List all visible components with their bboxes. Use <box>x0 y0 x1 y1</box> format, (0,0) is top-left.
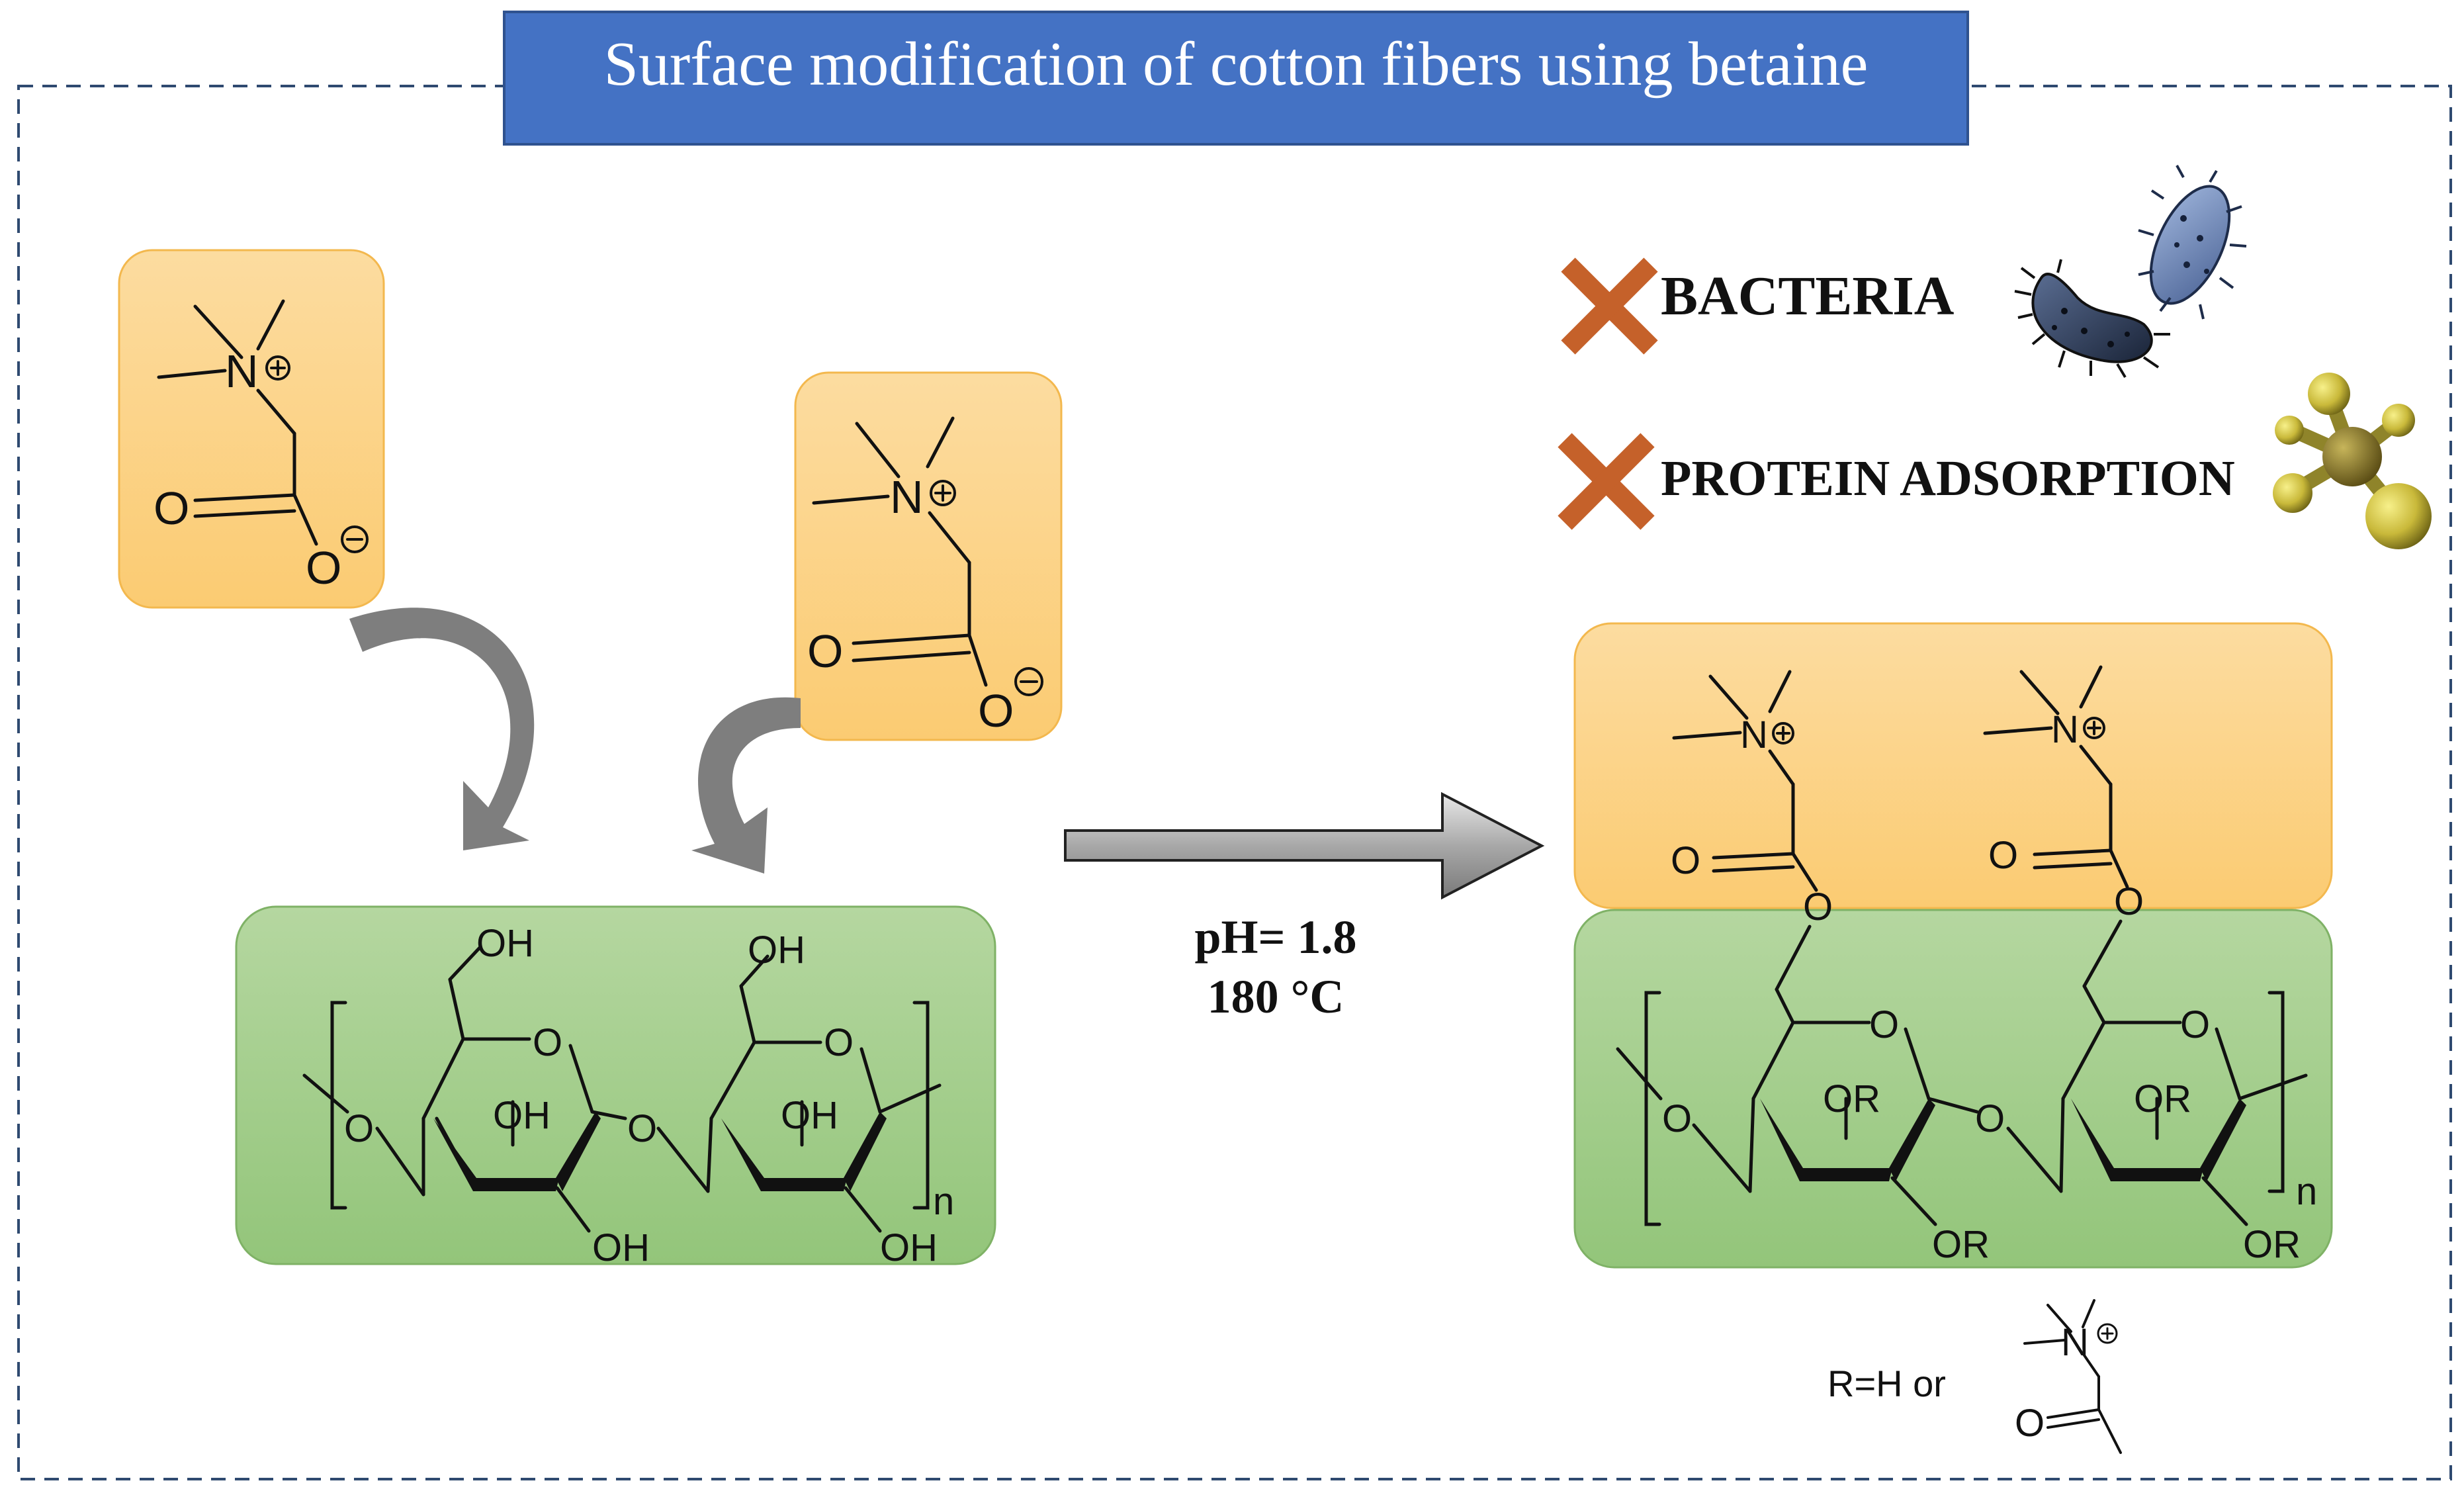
condition-temperature: 180 °C <box>1208 970 1344 1023</box>
r-group-structure: N O <box>2015 1299 2122 1454</box>
cellulose-structure-right: n O O OR OR O O OR OR <box>1616 919 2317 1266</box>
ring-oxygen-right-1: O <box>1869 1003 1899 1046</box>
or-group-right-3: OR <box>1823 1077 1880 1120</box>
betaine-1-carboxylate-oxygen: O <box>306 542 341 594</box>
betaine-box-1 <box>118 249 385 609</box>
betaine-2-carbonyl-oxygen: O <box>807 625 843 677</box>
betaine-1-carbonyl-oxygen: O <box>154 482 189 534</box>
betaine-2-carboxylate-oxygen: O <box>978 685 1014 737</box>
hydroxyl-left-2: OH <box>592 1226 650 1269</box>
bacteria-icon <box>2014 165 2247 379</box>
glycosidic-oxygen-left: O <box>627 1107 657 1150</box>
condition-ph: pH= 1.8 <box>1194 911 1356 964</box>
grafted-2-nitrogen: N <box>2051 708 2079 751</box>
chain-oxygen-left-1: O <box>344 1107 374 1150</box>
or-group-right-3b: OR <box>2134 1077 2191 1120</box>
cross-icon <box>1558 433 1655 530</box>
ring-oxygen-left-1: O <box>533 1021 562 1064</box>
chain-oxygen-right-1: O <box>1662 1097 1692 1140</box>
betaine-layer-box <box>1573 622 2333 909</box>
curved-arrow-2 <box>691 697 801 874</box>
hydroxyl-left-2b: OH <box>880 1226 938 1269</box>
grafted-1-carbonyl-oxygen: O <box>1671 839 1700 882</box>
betaine-1-nitrogen: N <box>225 345 259 397</box>
r-definition-label: R=H or <box>1827 1363 1946 1404</box>
effect-label-protein: PROTEIN ADSORPTION <box>1661 451 2235 506</box>
hydroxyl-left-6: OH <box>476 922 534 965</box>
betaine-2-nitrogen: N <box>890 471 924 523</box>
effect-label-bacteria: BACTERIA <box>1661 265 1955 327</box>
cellulose-box-right <box>1573 909 2333 1269</box>
grafted-1-nitrogen: N <box>1740 713 1768 756</box>
cellulose-structure-left: n O O OH OH OH O O OH OH <box>302 922 954 1269</box>
hydroxyl-left-6b: OH <box>748 929 805 972</box>
or-group-right-2: OR <box>1932 1223 1990 1266</box>
protein-molecule-icon <box>2273 373 2432 549</box>
r-group-nitrogen: N <box>2061 1321 2089 1364</box>
betaine-structure-2: N O O <box>807 416 1043 737</box>
ring-oxygen-left-2: O <box>824 1021 854 1064</box>
cellulose-box-left <box>235 905 996 1265</box>
grafted-betaine-1: N O O <box>1671 670 1833 929</box>
repeat-n-label-left: n <box>933 1180 954 1223</box>
grafted-2-ester-oxygen: O <box>2114 880 2144 923</box>
title-text: Surface modification of cotton fibers us… <box>604 30 1869 99</box>
curved-arrow-1 <box>349 608 535 850</box>
hydroxyl-left-3b: OH <box>781 1094 838 1137</box>
betaine-box-2 <box>794 371 1063 741</box>
betaine-structure-1: N O O <box>154 299 369 594</box>
grafted-2-carbonyl-oxygen: O <box>1988 834 2018 877</box>
glycosidic-oxygen-right: O <box>1975 1097 2005 1140</box>
hydroxyl-left-3: OH <box>493 1094 550 1137</box>
or-group-right-2b: OR <box>2243 1223 2301 1266</box>
r-group-oxygen: O <box>2015 1402 2045 1445</box>
repeat-n-label-right: n <box>2296 1170 2317 1213</box>
cross-icon <box>1561 257 1658 355</box>
ring-oxygen-right-2: O <box>2180 1003 2210 1046</box>
grafted-betaine-2: N O O <box>1983 665 2144 923</box>
title-banner <box>503 11 1969 146</box>
grafted-1-ester-oxygen: O <box>1803 885 1833 929</box>
reaction-arrow <box>1064 792 1545 900</box>
